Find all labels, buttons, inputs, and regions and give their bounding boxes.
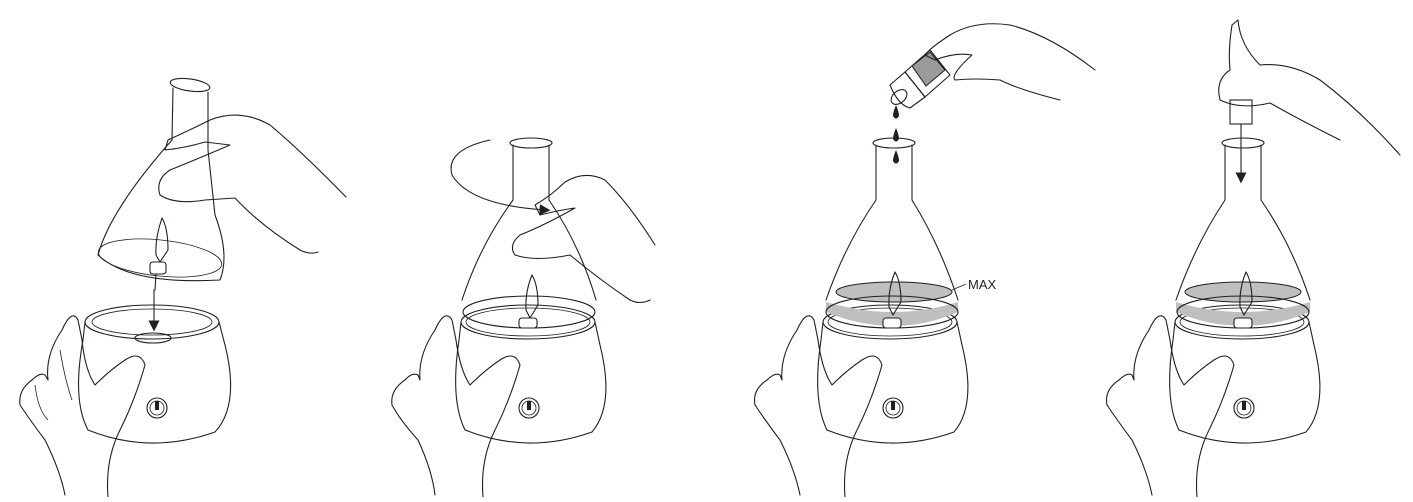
step-3-panel (755, 24, 1096, 497)
twist-arrow (451, 140, 545, 210)
step-4-panel (1107, 20, 1401, 497)
left-hand (755, 316, 883, 497)
left-hand (20, 316, 145, 497)
control-knob (1234, 398, 1254, 418)
glass-flask-tilted (96, 76, 224, 282)
control-knob (883, 398, 903, 418)
step-1-panel (20, 76, 346, 497)
right-hand (925, 24, 1095, 100)
left-hand (392, 316, 520, 497)
max-level-label: MAX (968, 277, 996, 292)
oil-drops (893, 105, 899, 164)
glass-flask (1176, 138, 1310, 328)
left-hand (1107, 316, 1235, 497)
glass-flask (462, 138, 596, 328)
right-hand (1219, 20, 1400, 155)
diffuser-base (79, 305, 231, 443)
right-hand (159, 115, 346, 253)
right-hand (512, 175, 655, 302)
control-knob (519, 398, 539, 418)
diffuser-wick (519, 275, 538, 328)
control-knob (147, 398, 167, 418)
oil-bottle (888, 50, 950, 108)
step-2-panel (392, 138, 655, 497)
glass-flask (826, 138, 958, 328)
